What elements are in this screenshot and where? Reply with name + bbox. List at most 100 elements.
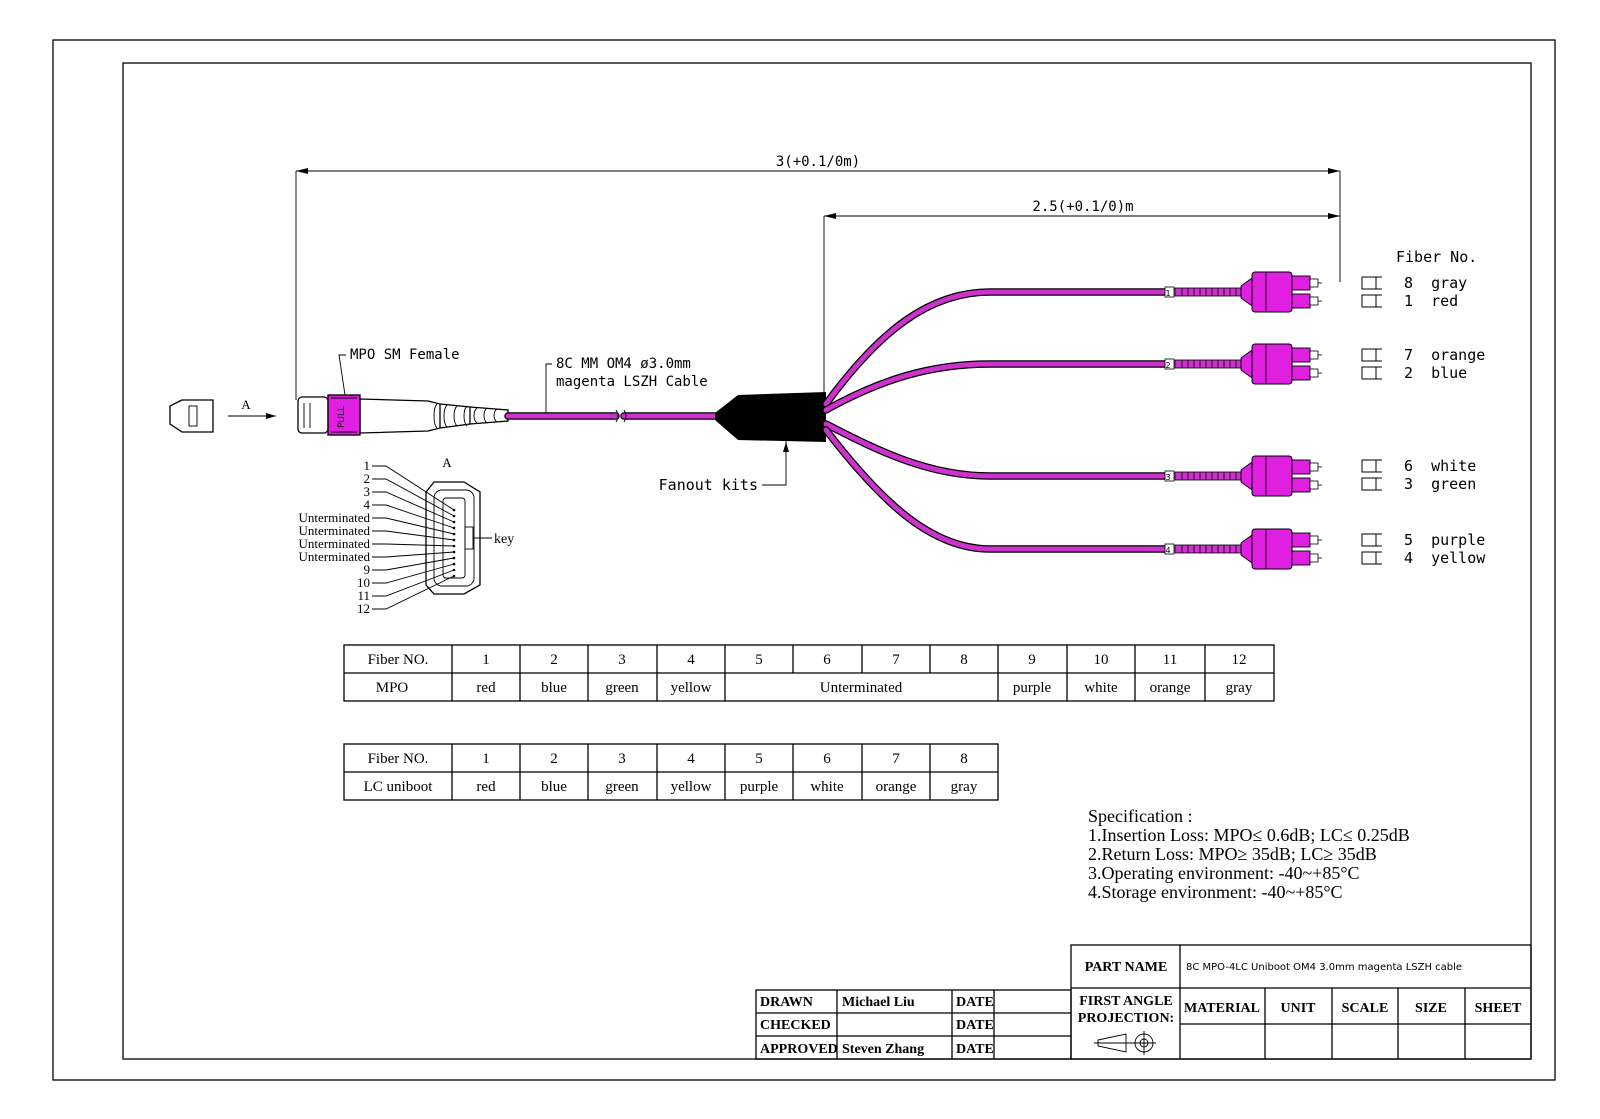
fiber-color: yellow — [671, 680, 712, 696]
drawn-label: DRAWN — [760, 995, 813, 1010]
sheet-label: SHEET — [1475, 1001, 1522, 1016]
drawn-value: Michael Liu — [842, 995, 915, 1010]
pin-label: 10 — [357, 575, 370, 590]
dimension-total: 3(+0.1/0m) — [295, 154, 1341, 400]
checked-label: CHECKED — [760, 1018, 831, 1033]
fiber-number: 7 — [892, 751, 900, 767]
fiber-number: 2 — [550, 751, 558, 767]
fiber-number: 3 — [618, 751, 626, 767]
fiber-color: gray — [1226, 680, 1253, 696]
unit-label: UNIT — [1280, 1001, 1316, 1016]
svg-text:8 gray: 8 gray — [1404, 274, 1467, 292]
lc-connector-3: 3 — [1164, 455, 1323, 497]
fiber-color: Unterminated — [820, 680, 903, 696]
lc-connector-4: 4 — [1164, 528, 1323, 570]
title-block: DRAWN CHECKED APPROVED Michael Liu Steve… — [755, 944, 1532, 1060]
trunk-cable — [504, 409, 719, 423]
dimension-breakout-label: 2.5(+0.1/0)m — [1032, 199, 1133, 215]
fiber-color: white — [1084, 680, 1118, 696]
fiber-number: 4 — [687, 751, 695, 767]
date-label: DATE — [956, 1042, 994, 1057]
specification: Specification : 1.Insertion Loss: MPO≤ 0… — [1088, 806, 1410, 902]
table-header-label: Fiber NO. — [368, 751, 429, 767]
first-angle-projection-icon — [1094, 1031, 1156, 1055]
specification-title: Specification : — [1088, 806, 1192, 826]
lc-connector-2: 2 — [1164, 343, 1323, 385]
pin-label: Unterminated — [299, 523, 371, 538]
mpo-end-view-icon — [169, 399, 214, 433]
fiber-number: 7 — [892, 652, 900, 668]
fiber-number: 2 — [550, 652, 558, 668]
mpo-face-view: A key — [425, 455, 514, 595]
svg-text:1 red: 1 red — [1404, 292, 1458, 310]
outer-frame — [52, 39, 1556, 1081]
fiber-color: white — [810, 779, 844, 795]
dimension-total-label: 3(+0.1/0m) — [776, 154, 860, 170]
leg-number: 1 — [1165, 289, 1170, 298]
mpo-fiber-table: Fiber NO. MPO 1 2 3 4 5 6 7 8 9 10 11 12… — [343, 644, 1275, 702]
svg-text:A: A — [442, 455, 452, 470]
pin-label: Unterminated — [299, 510, 371, 525]
fiber-color: red — [476, 680, 496, 696]
date-label: DATE — [956, 1018, 994, 1033]
fiber-number: 12 — [1232, 652, 1247, 668]
leg-number: 4 — [1165, 546, 1170, 555]
fiber-number: 10 — [1094, 652, 1109, 668]
part-name-label: PART NAME — [1085, 960, 1168, 975]
fiber-no-heading: Fiber No. — [1396, 248, 1477, 266]
fiber-number: 4 — [687, 652, 695, 668]
breakout-legs — [822, 288, 1169, 553]
spec-item: 3.Operating environment: -40~+85°C — [1088, 863, 1360, 883]
fiber-number: 8 — [960, 751, 968, 767]
lc-fiber-table: Fiber NO. LC uniboot 1 2 3 4 5 6 7 8 red… — [343, 743, 999, 801]
fanout-kit: Fanout kits — [659, 392, 826, 494]
pin-label: 11 — [357, 588, 370, 603]
cable-callout: 8C MM OM4 ø3.0mm magenta LSZH Cable — [545, 356, 708, 413]
svg-text:8C MM OM4 ø3.0mm: 8C MM OM4 ø3.0mm — [556, 356, 691, 372]
fiber-number: 9 — [1028, 652, 1036, 668]
mpo-pin-map: 1 2 3 4 Unterminated Unterminated Unterm… — [299, 458, 456, 616]
fiber-color: blue — [541, 779, 567, 795]
svg-text:2 blue: 2 blue — [1404, 364, 1467, 382]
pin-label: 9 — [364, 562, 371, 577]
fiber-number: 5 — [755, 652, 763, 668]
pin-label: 4 — [364, 497, 371, 512]
spec-item: 1.Insertion Loss: MPO≤ 0.6dB; LC≤ 0.25dB — [1088, 825, 1410, 845]
svg-text:7 orange: 7 orange — [1404, 346, 1485, 364]
fiber-color: red — [476, 779, 496, 795]
pin-label: 2 — [364, 471, 371, 486]
fiber-number: 5 — [755, 751, 763, 767]
fiber-number: 6 — [823, 652, 831, 668]
fiber-color: gray — [951, 779, 978, 795]
pin-label: 12 — [357, 601, 370, 616]
mpo-connector-callout: MPO SM Female — [338, 347, 460, 396]
table-row-label: MPO — [376, 680, 409, 696]
lc-connector-1: 1 — [1164, 271, 1323, 313]
pin-label: Unterminated — [299, 549, 371, 564]
pin-label: 3 — [364, 484, 371, 499]
fiber-number: 8 — [960, 652, 968, 668]
projection-line2: PROJECTION: — [1078, 1011, 1174, 1026]
leg-number: 3 — [1165, 473, 1170, 482]
fiber-number: 1 — [482, 652, 490, 668]
fiber-color: green — [605, 680, 639, 696]
svg-text:MPO SM Female: MPO SM Female — [350, 347, 460, 363]
approved-value: Steven Zhang — [842, 1042, 924, 1057]
svg-text:6 white: 6 white — [1404, 457, 1476, 475]
fiber-color: orange — [876, 779, 917, 795]
scale-label: SCALE — [1342, 1001, 1389, 1016]
key-label: key — [494, 532, 514, 547]
svg-text:Fanout kits: Fanout kits — [659, 476, 758, 494]
svg-text:5 purple: 5 purple — [1404, 531, 1485, 549]
spec-item: 2.Return Loss: MPO≥ 35dB; LC≥ 35dB — [1088, 844, 1377, 864]
part-name-value: 8C MPO-4LC Uniboot OM4 3.0mm magenta LSZ… — [1186, 962, 1462, 973]
svg-text:magenta LSZH Cable: magenta LSZH Cable — [556, 374, 708, 390]
leg-number: 2 — [1165, 361, 1170, 370]
fiber-color: green — [605, 779, 639, 795]
fiber-color: purple — [1013, 680, 1052, 696]
projection-line1: FIRST ANGLE — [1079, 994, 1173, 1009]
fiber-number: 1 — [482, 751, 490, 767]
table-header-label: Fiber NO. — [368, 652, 429, 668]
material-label: MATERIAL — [1184, 1001, 1260, 1016]
svg-text:3 green: 3 green — [1404, 475, 1476, 493]
